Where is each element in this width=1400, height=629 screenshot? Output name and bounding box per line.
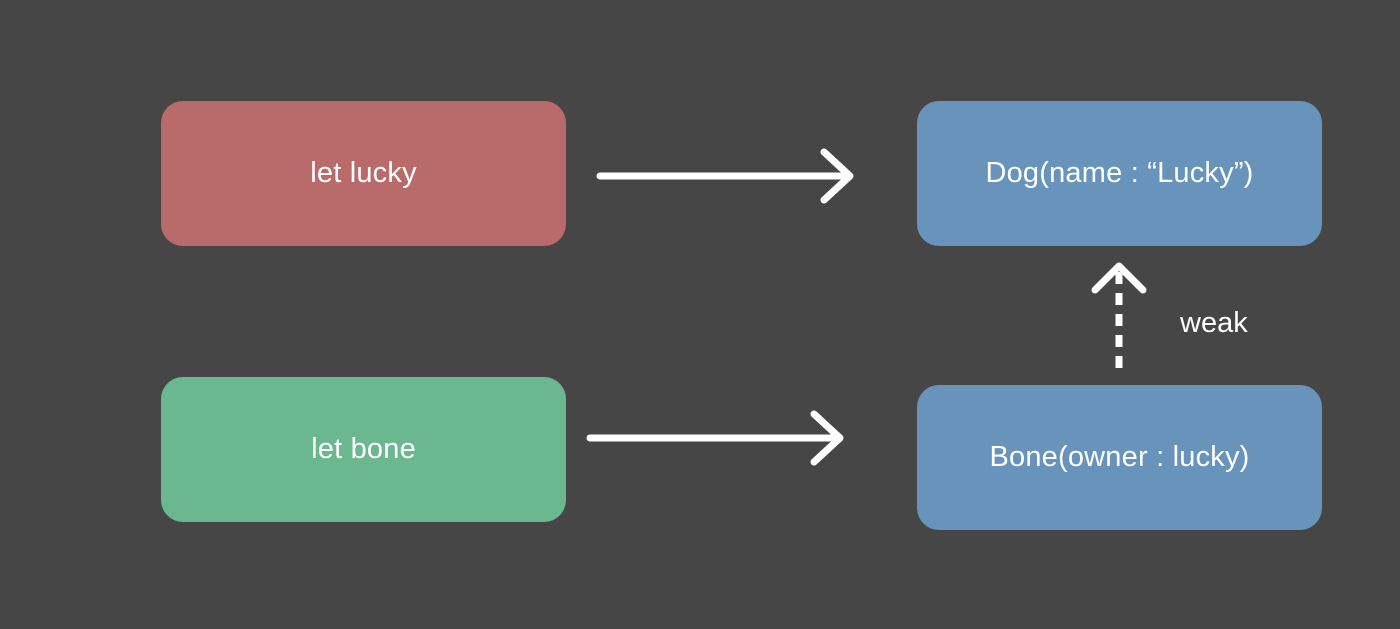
arrow-bone-to-bone-object	[586, 410, 844, 466]
variable-lucky-label: let lucky	[310, 157, 417, 189]
dog-object-box: Dog(name : “Lucky”)	[917, 101, 1322, 246]
bone-object-label: Bone(owner : lucky)	[989, 441, 1250, 473]
dog-object-label: Dog(name : “Lucky”)	[985, 157, 1254, 189]
arrow-lucky-to-dog	[596, 148, 854, 204]
weak-reference-arrow	[1091, 262, 1147, 368]
variable-bone-box: let bone	[161, 377, 566, 522]
variable-bone-label: let bone	[311, 433, 416, 465]
weak-reference-label: weak	[1180, 307, 1248, 339]
bone-object-box: Bone(owner : lucky)	[917, 385, 1322, 530]
variable-lucky-box: let lucky	[161, 101, 566, 246]
